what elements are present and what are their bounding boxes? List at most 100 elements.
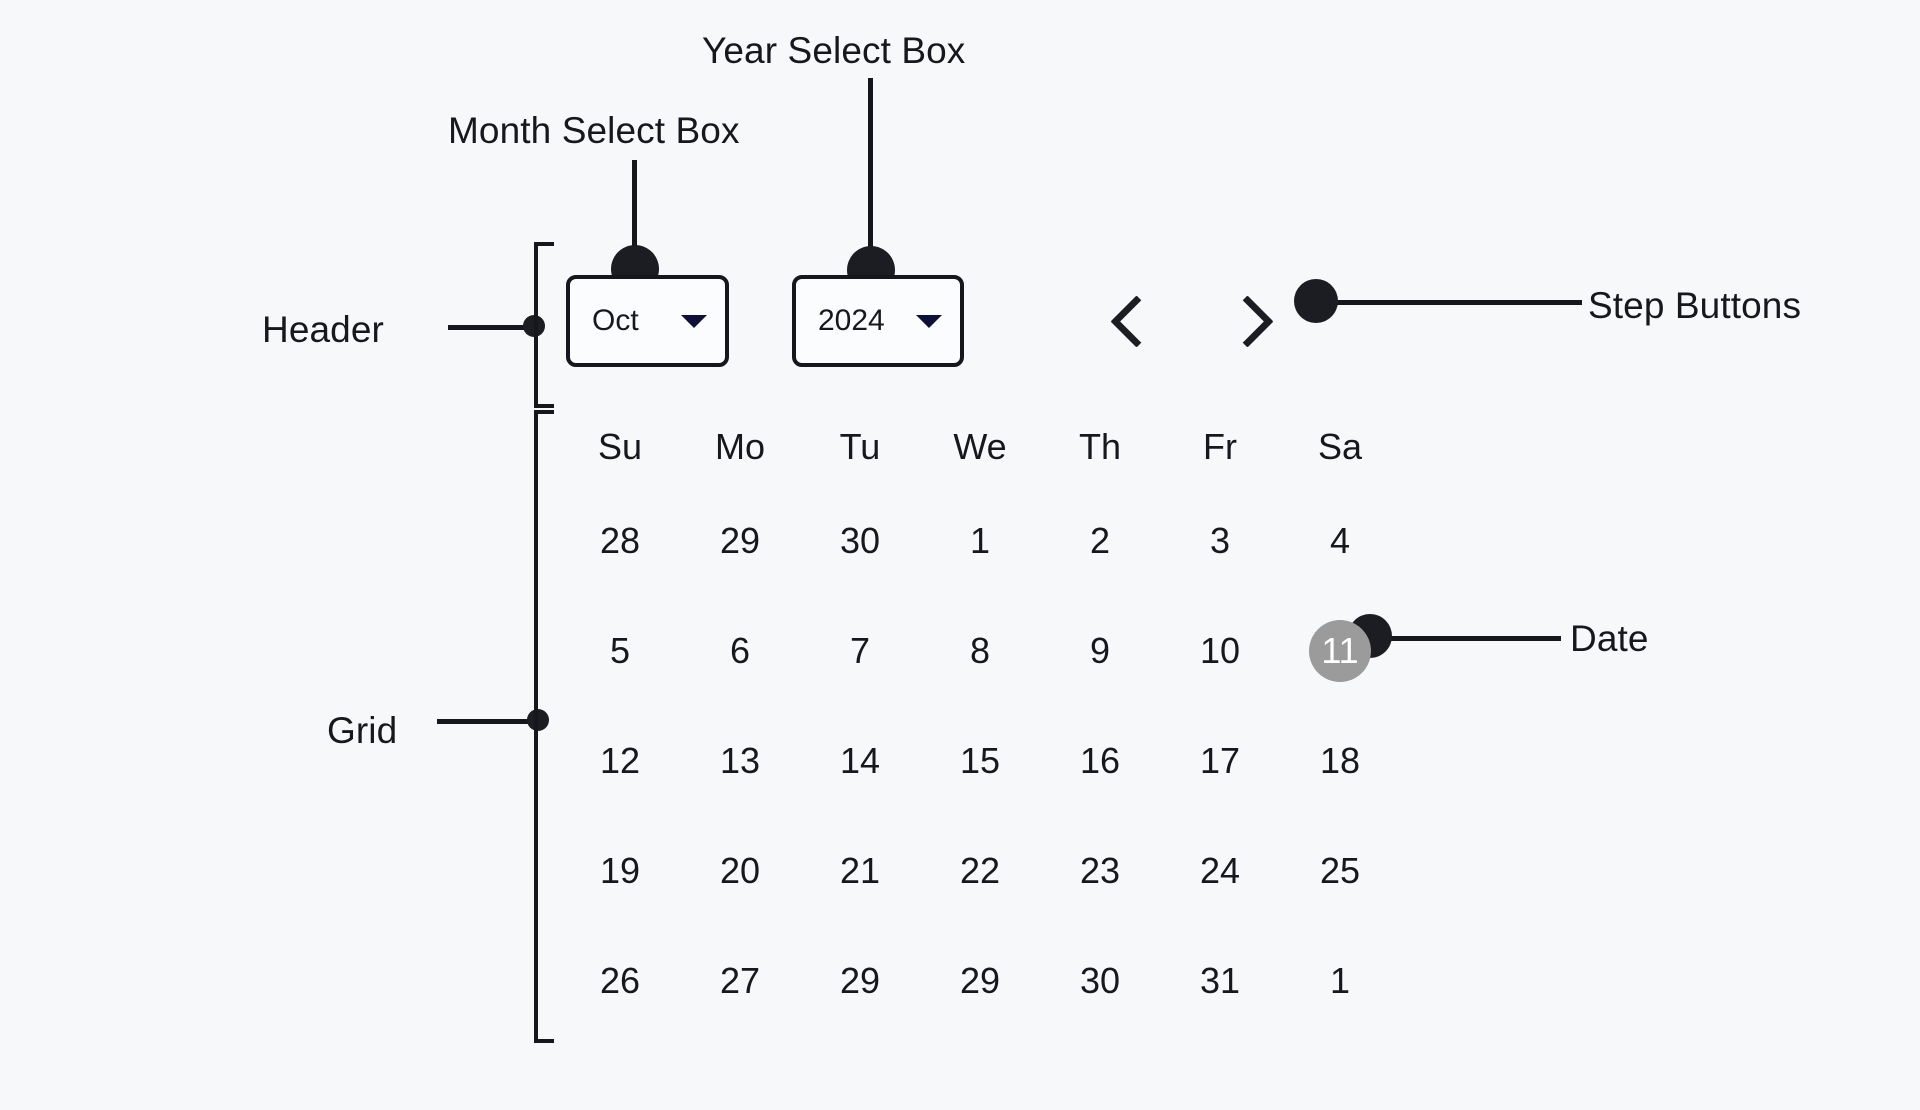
weekday-header: Tu (839, 426, 881, 467)
weekday-header: Sa (1317, 426, 1363, 467)
calendar-day[interactable]: 17 (1160, 706, 1280, 816)
calendar-day-label: 2 (1089, 520, 1111, 561)
calendar-day-label: 25 (1319, 850, 1361, 891)
calendar-day[interactable]: 10 (1160, 596, 1280, 706)
calendar-day-label: 16 (1079, 740, 1121, 781)
calendar-day-label: 29 (719, 520, 761, 561)
calendar-day-label: 3 (1209, 520, 1231, 561)
calendar-day-label: 18 (1319, 740, 1361, 781)
calendar-day-label: 31 (1199, 960, 1241, 1001)
calendar-day[interactable]: 24 (1160, 816, 1280, 926)
calendar-day-label: 1 (1329, 960, 1351, 1001)
calendar-day-label: 10 (1199, 630, 1241, 671)
calendar-day[interactable]: 30 (1040, 926, 1160, 1036)
month-select-value: Oct (592, 304, 639, 337)
leader-line-grid (437, 719, 537, 724)
calendar-day[interactable]: 15 (920, 706, 1040, 816)
year-select-box[interactable]: 2024 (792, 275, 964, 367)
calendar-day-label: 21 (839, 850, 881, 891)
calendar-day-label: 1 (969, 520, 991, 561)
calendar-day[interactable]: 29 (800, 926, 920, 1036)
calendar-day[interactable]: 6 (680, 596, 800, 706)
calendar-day-label: 29 (839, 960, 881, 1001)
weekday-header: We (953, 426, 1007, 467)
calendar-day[interactable]: 30 (800, 486, 920, 596)
calendar-day[interactable]: 1 (920, 486, 1040, 596)
calendar-day[interactable]: 26 (560, 926, 680, 1036)
callout-label-header: Header (262, 309, 384, 350)
calendar-day-label: 11 (1309, 620, 1371, 682)
calendar-day[interactable]: 5 (560, 596, 680, 706)
calendar-day[interactable]: 16 (1040, 706, 1160, 816)
calendar-day-label: 29 (959, 960, 1001, 1001)
calendar-day-label: 28 (599, 520, 641, 561)
calendar-day[interactable]: 31 (1160, 926, 1280, 1036)
weekday-header: Su (597, 426, 643, 467)
calendar-day[interactable]: 14 (800, 706, 920, 816)
calendar-day[interactable]: 19 (560, 816, 680, 926)
leader-line-year-select (868, 78, 873, 256)
calendar-day[interactable]: 4 (1280, 486, 1400, 596)
calendar-header: Oct 2024 (560, 242, 1400, 400)
calendar-day-label: 19 (599, 850, 641, 891)
callout-label-step-buttons: Step Buttons (1588, 285, 1802, 326)
bracket-header-region (534, 242, 554, 408)
leader-line-date (1375, 636, 1561, 641)
calendar-day[interactable]: 2 (1040, 486, 1160, 596)
calendar-day[interactable]: 3 (1160, 486, 1280, 596)
calendar-day-label: 20 (719, 850, 761, 891)
calendar-day[interactable]: 28 (560, 486, 680, 596)
calendar-day-label: 14 (839, 740, 881, 781)
calendar-day-label: 30 (1079, 960, 1121, 1001)
callout-label-date: Date (1570, 618, 1649, 659)
calendar-day-label: 7 (849, 630, 871, 671)
calendar-day-label: 23 (1079, 850, 1121, 891)
chevron-right-icon[interactable] (1221, 294, 1274, 348)
callout-label-month-select: Month Select Box (448, 110, 740, 151)
calendar-day-label: 13 (719, 740, 761, 781)
calendar-day-label: 6 (729, 630, 751, 671)
bracket-grid-region (534, 410, 554, 1043)
calendar-day-selected[interactable]: 11 (1280, 596, 1400, 706)
calendar-day-label: 12 (599, 740, 641, 781)
chevron-down-icon (916, 314, 942, 328)
chevron-down-icon (681, 314, 707, 328)
weekday-header: Th (1078, 426, 1121, 467)
callout-label-year-select: Year Select Box (702, 30, 966, 71)
calendar-day-label: 24 (1199, 850, 1241, 891)
calendar-day-label: 27 (719, 960, 761, 1001)
calendar-day-label: 8 (969, 630, 991, 671)
month-select-box[interactable]: Oct (566, 275, 729, 367)
calendar-day[interactable]: 7 (800, 596, 920, 706)
weekday-header: Fr (1203, 426, 1237, 467)
calendar-day[interactable]: 22 (920, 816, 1040, 926)
weekday-header: Mo (714, 426, 765, 467)
year-select-value: 2024 (818, 304, 885, 337)
calendar-day[interactable]: 18 (1280, 706, 1400, 816)
calendar-day[interactable]: 29 (680, 486, 800, 596)
calendar-day[interactable]: 27 (680, 926, 800, 1036)
calendar-day[interactable]: 23 (1040, 816, 1160, 926)
leader-line-month-select (632, 160, 637, 255)
calendar-day[interactable]: 21 (800, 816, 920, 926)
chevron-left-icon[interactable] (1110, 294, 1163, 348)
calendar-day[interactable]: 25 (1280, 816, 1400, 926)
calendar-day-label: 17 (1199, 740, 1241, 781)
calendar-day[interactable]: 9 (1040, 596, 1160, 706)
calendar-day[interactable]: 29 (920, 926, 1040, 1036)
calendar-day[interactable]: 20 (680, 816, 800, 926)
calendar-day-label: 4 (1329, 520, 1351, 561)
calendar-day[interactable]: 12 (560, 706, 680, 816)
calendar-day[interactable]: 1 (1280, 926, 1400, 1036)
calendar-day-label: 22 (959, 850, 1001, 891)
step-buttons-group (1110, 294, 1274, 348)
calendar-day-label: 5 (609, 630, 631, 671)
calendar-day-label: 30 (839, 520, 881, 561)
calendar-day[interactable]: 13 (680, 706, 800, 816)
calendar-day[interactable]: 8 (920, 596, 1040, 706)
leader-dot-grid (527, 709, 549, 731)
leader-line-step-buttons (1320, 300, 1582, 305)
